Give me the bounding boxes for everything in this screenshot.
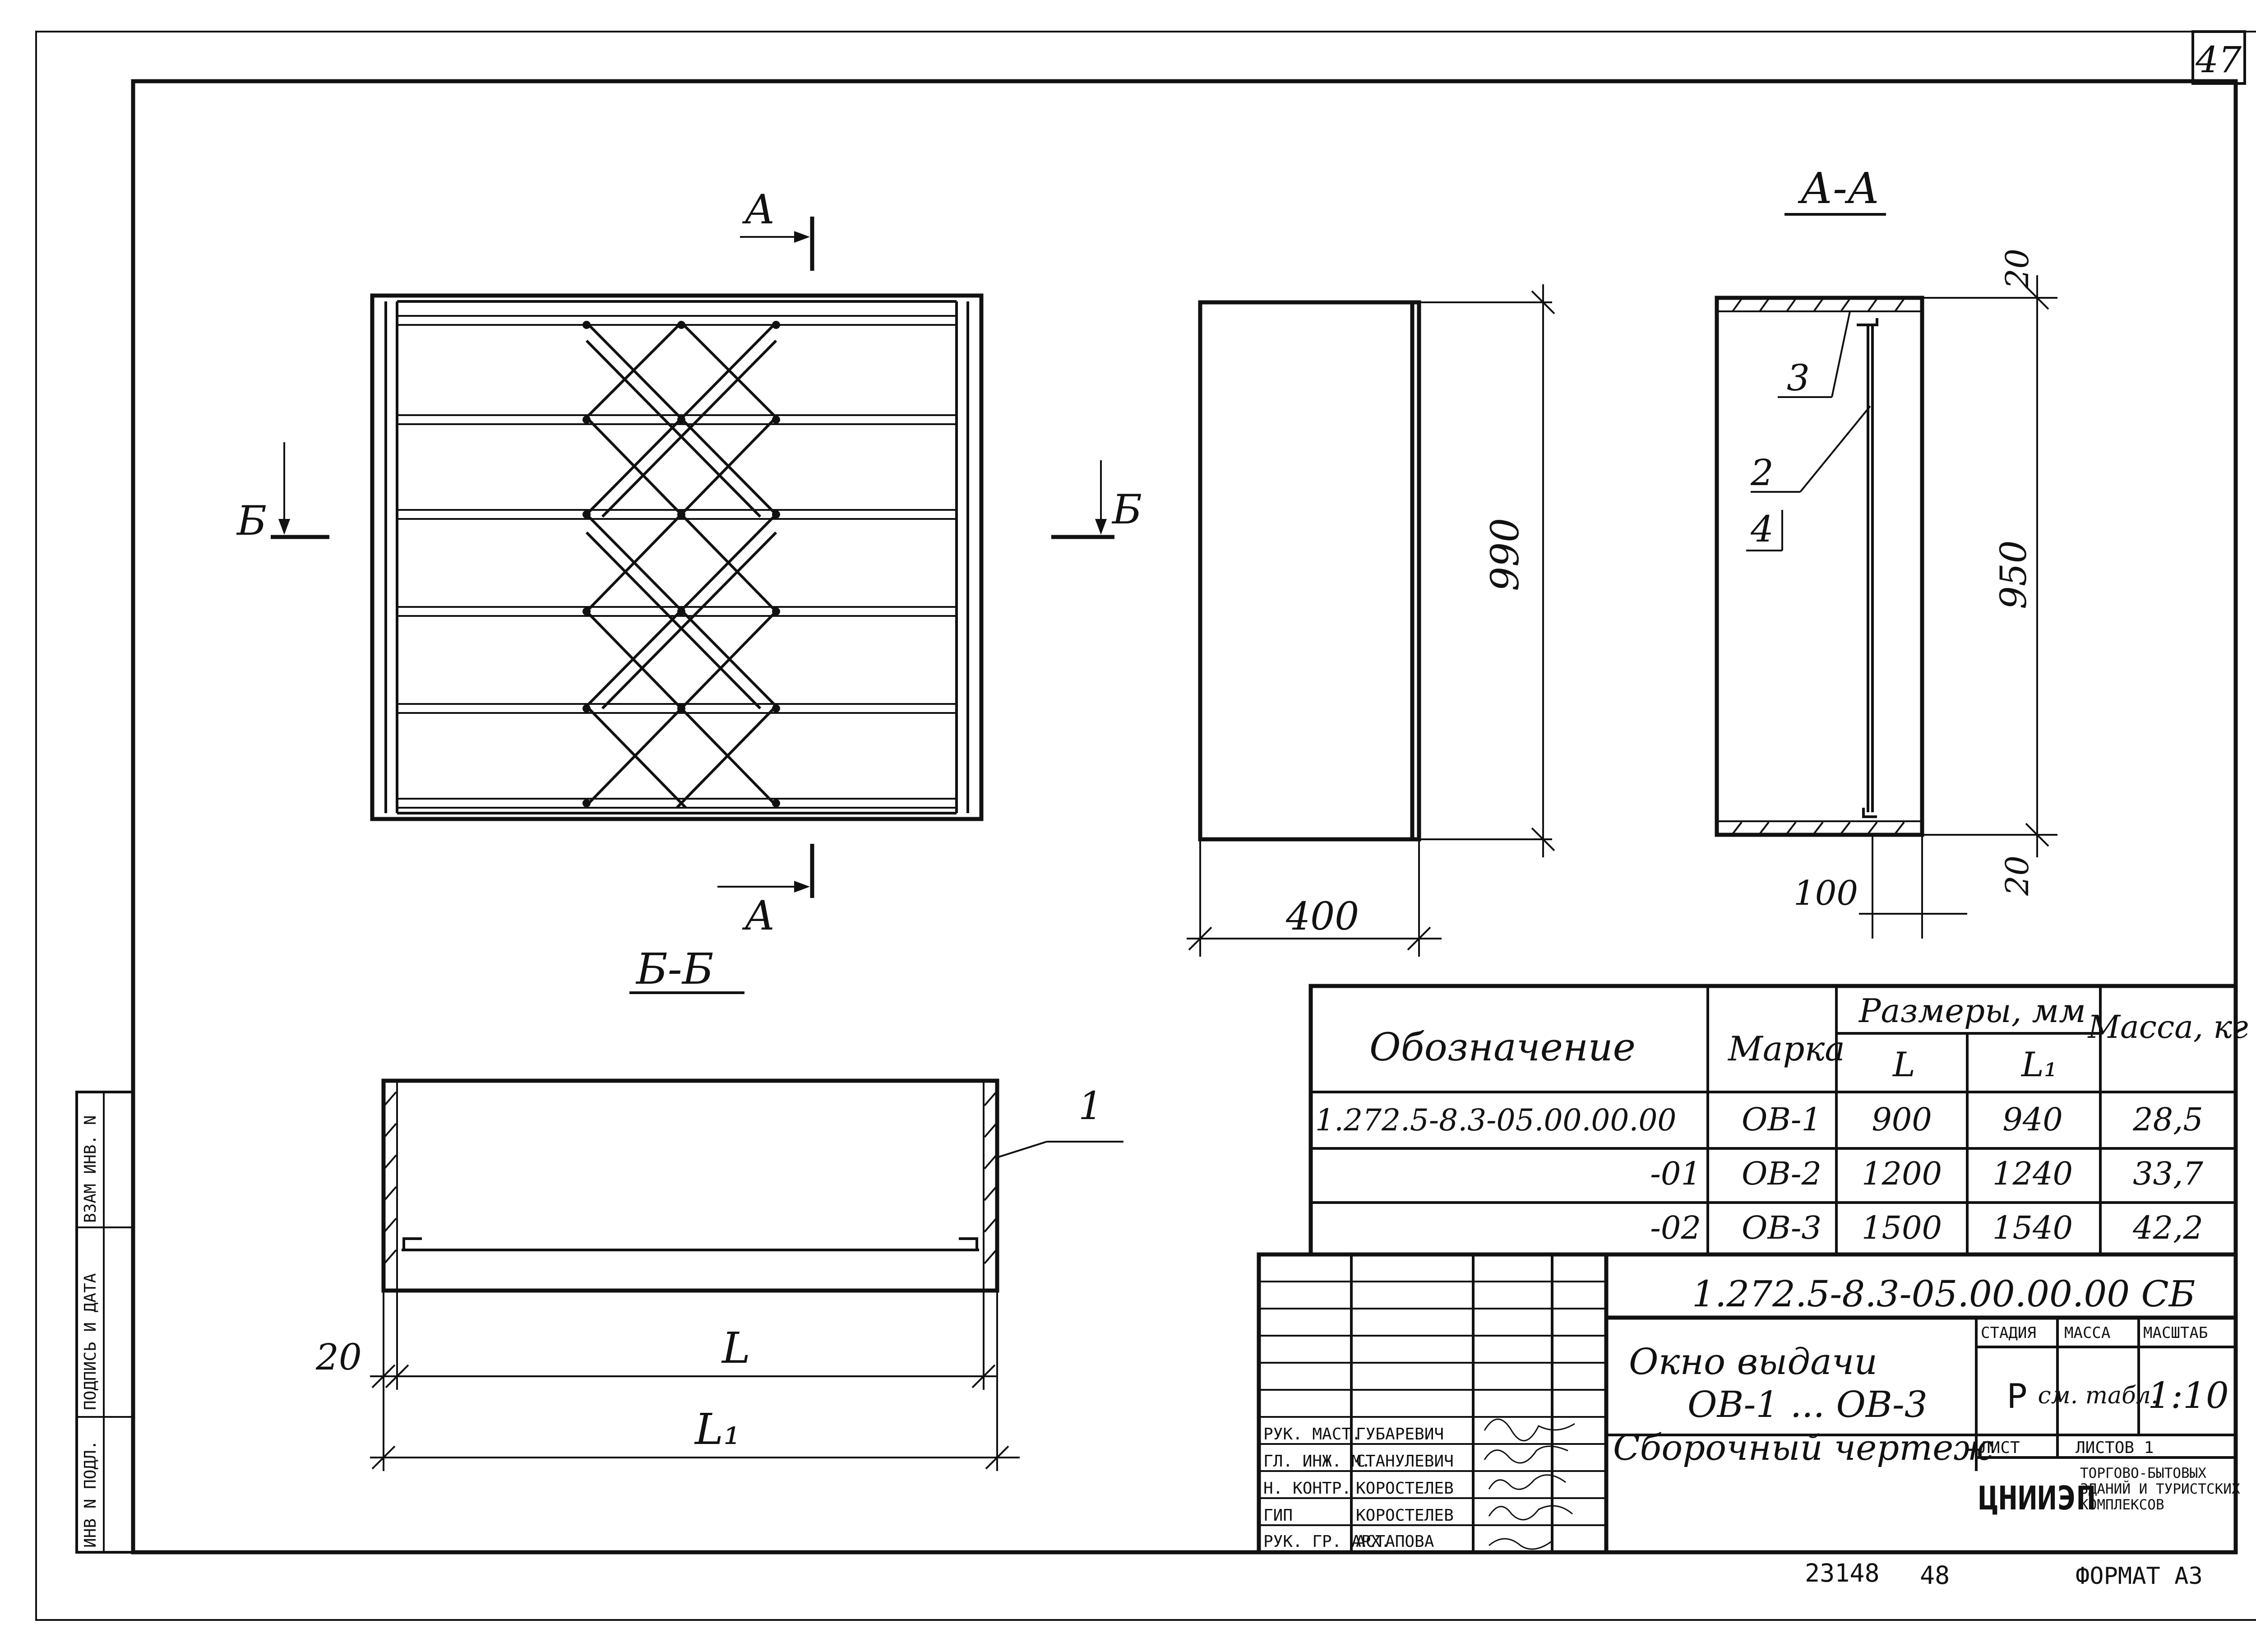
side-stamp: ИНВ N ПОДЛ. ПОДПИСЬ И ДАТА ВЗАМ ИНВ. N [77,1092,133,1552]
front-view: А А Б Б Б-Б [236,186,1142,994]
signatory-role: РУК. МАСТ. [1263,1425,1361,1444]
format-label: ФОРМАТ А3 [2076,1563,2203,1590]
side-dim-width: 400 [1285,894,1359,939]
side-stamp-replacement-inv: ВЗАМ ИНВ. N [81,1115,100,1223]
aa-dim-top: 20 [1999,249,2036,289]
section-a-top-label: А [742,186,775,233]
row3-L: 1500 [1862,1209,1942,1246]
row2-mark: ОВ-2 [1742,1155,1821,1192]
org-line-2: ЗДАНИЙ И ТУРИСТСКИХ [2080,1481,2240,1497]
signatory-name: КОРОСТЕЛЕВ [1356,1479,1454,1498]
table-row: 1.272.5-8.3-05.00.00.00 ОВ-1 900 940 28,… [1315,1101,2203,1138]
row3-mark: ОВ-3 [1742,1209,1821,1246]
section-aa-title: А-А [1798,164,1880,213]
callouts-aa: 3 2 4 [1746,311,1870,551]
row2-L1: 1240 [1992,1155,2073,1192]
title-block: РУК. МАСТ. ГУБАРЕВИЧ ГЛ. ИНЖ. М. СТАНУЛЕ… [1259,1254,2240,1552]
section-mark-a-bottom: А [717,844,812,939]
section-mark-b-right: Б [1051,460,1142,537]
org-line-3: КОМПЛЕКСОВ [2080,1497,2164,1513]
row2-designation: -01 [1650,1155,1701,1192]
side-stamp-inv-orig: ИНВ N ПОДЛ. [81,1440,100,1548]
row3-L1: 1540 [1992,1209,2073,1246]
horizontal-bars [397,316,957,808]
signatures [1484,1419,1575,1549]
signatory-name: КОРОСТЕЛЕВ [1356,1506,1454,1525]
row1-mark: ОВ-1 [1742,1101,1821,1138]
row3-mass: 42,2 [2132,1209,2203,1246]
organization-logo: ЦНИИЭП ТОРГОВО-БЫТОВЫХ ЗДАНИЙ И ТУРИСТСК… [1979,1465,2240,1517]
hdr-sizes: Размеры, мм [1858,992,2086,1030]
plan-view: 1 20 L L₁ [315,1081,1123,1471]
row3-designation: -02 [1650,1209,1701,1246]
page-number: 47 [2195,39,2242,81]
hatch-top [1717,299,1922,311]
section-b-left-label: Б [236,497,267,545]
section-mark-b-left: Б [236,442,329,545]
row1-mass: 28,5 [2132,1101,2203,1138]
table-row: -01 ОВ-2 1200 1240 33,7 [1650,1155,2203,1192]
title-line-3: Сборочный чертеж [1613,1428,1993,1468]
side-view: 990 400 [1187,284,1554,957]
section-b-right-label: Б [1111,486,1142,533]
org-line-1: ТОРГОВО-БЫТОВЫХ [2080,1465,2206,1481]
title-line-2: ОВ-1 ... ОВ-3 [1687,1384,1928,1425]
plan-dim-edge: 20 [315,1336,362,1378]
stage-value: Р [2006,1376,2027,1416]
hdr-designation: Обозначение [1369,1025,1636,1070]
aa-dim-offset: 100 [1794,873,1858,913]
signatory-role: ГИП [1263,1506,1293,1525]
signatory-role: ГЛ. ИНЖ. М. [1263,1452,1371,1471]
row2-mass: 33,7 [2133,1155,2203,1192]
hdr-L: L [1892,1045,1915,1084]
sheets-label: ЛИСТОВ 1 [2076,1439,2154,1457]
title-line-1: Окно выдачи [1629,1341,1877,1383]
callout-4: 4 [1750,508,1774,550]
aa-dim-bottom: 20 [1999,856,2036,896]
plan-dim-L1: L₁ [694,1405,740,1454]
callout-3: 3 [1787,357,1810,399]
row1-designation: 1.272.5-8.3-05.00.00.00 [1315,1103,1676,1138]
callout-2: 2 [1750,452,1774,494]
section-mark-a-top: А [740,186,812,271]
section-aa: А-А 20 950 20 100 [1717,164,2057,939]
copy-number: 48 [1920,1561,1950,1590]
aa-dim-height: 950 [1992,540,2034,609]
document-code: 1.272.5-8.3-05.00.00.00 СБ [1692,1273,2196,1315]
scale-value: 1:10 [2148,1374,2229,1416]
diagonal-lattice [587,323,776,808]
row2-L: 1200 [1862,1155,1942,1192]
table-row: -02 ОВ-3 1500 1540 42,2 [1650,1209,2203,1246]
stage-label: СТАДИЯ [1981,1324,2036,1342]
page-number-box: 47 [2193,32,2245,83]
signatory-name: ГУБАРЕВИЧ [1356,1425,1444,1444]
side-stamp-signature-date: ПОДПИСЬ И ДАТА [81,1273,100,1410]
mass-value: см. табл. [2038,1382,2159,1409]
hdr-L1: L₁ [2020,1045,2057,1084]
spec-table: Обозначение Марка Размеры, мм L L₁ Масса… [1311,986,2248,1254]
side-dim-height: 990 [1483,518,1528,591]
org-logo: ЦНИИЭП [1979,1479,2096,1517]
lattice-rivets [582,321,780,807]
section-a-bottom-label: А [742,892,775,939]
scale-label: МАСШТАБ [2143,1324,2208,1342]
callout-1: 1 [1078,1084,1103,1129]
inventory-number: 23148 [1805,1559,1880,1587]
hatch-bottom [1717,821,1922,834]
row1-L: 900 [1872,1101,1932,1138]
mass-label: МАССА [2064,1324,2110,1342]
row1-L1: 940 [2002,1101,2063,1138]
hdr-mark: Марка [1727,1029,1845,1069]
signatory-name: СТАНУЛЕВИЧ [1356,1452,1454,1471]
signatory-name: АСТАПОВА [1356,1532,1434,1551]
section-bb-caption: Б-Б [635,944,714,994]
hdr-mass: Масса, кг [2087,1009,2248,1046]
sheet-label: ЛИСТ [1981,1439,2020,1457]
plan-dim-L: L [721,1323,750,1373]
signatory-role: Н. КОНТР. [1263,1479,1351,1498]
